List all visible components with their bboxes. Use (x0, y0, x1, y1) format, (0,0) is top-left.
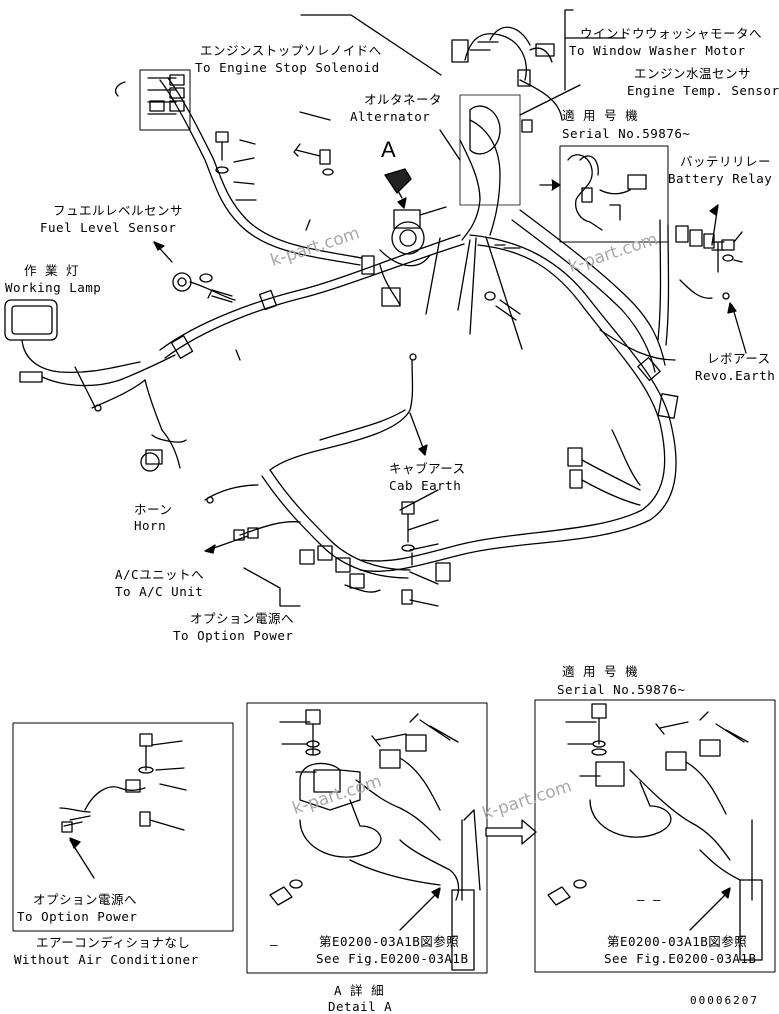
serial-2-label-en: Serial No.59876~ (557, 682, 686, 697)
option-power-2-label-jp: オプション電源へ (33, 892, 138, 907)
fuel-level-label-en: Fuel Level Sensor (40, 220, 177, 235)
drawing-number: 00006207 (690, 994, 759, 1007)
transition-arrow (485, 819, 537, 845)
serial-detail-box (534, 699, 776, 973)
horn-label-jp: ホーン (134, 502, 173, 517)
engine-temp-label-jp: エンジン水温センサ (634, 66, 752, 81)
revo-earth-label-en: Revo.Earth (695, 368, 776, 383)
dash-marker-2: – – (637, 892, 662, 907)
detail-a-box (246, 702, 488, 974)
working-lamp-label-en: Working Lamp (5, 280, 102, 295)
engine-temp-label-en: Engine Temp. Sensor (627, 83, 779, 98)
without-ac-label-en: Without Air Conditioner (14, 952, 199, 967)
view-a-label: A (381, 137, 397, 162)
battery-relay-label-en: Battery Relay (668, 171, 773, 186)
window-washer-label-en: To Window Washer Motor (569, 43, 746, 58)
horn-label-en: Horn (134, 518, 167, 533)
ac-unit-label-en: To A/C Unit (115, 584, 204, 599)
see-fig-1-label-en: See Fig.E0200-03A1B (316, 951, 469, 966)
engine-stop-label-jp: エンジンストップソレノイドへ (200, 43, 382, 58)
see-fig-1-label-jp: 第E0200-03A1B図参照 (319, 934, 460, 949)
detail-a-label-jp: A 詳 細 (334, 983, 385, 998)
revo-earth-label-jp: レボアース (707, 351, 771, 366)
see-fig-2-label-en: See Fig.E0200-03A1B (604, 951, 757, 966)
without-ac-label-jp: エアーコンディショナなし (36, 935, 191, 950)
option-power-label-en: To Option Power (173, 628, 294, 643)
detail-a-label-en: Detail A (328, 999, 393, 1014)
alternator-label-en: Alternator (350, 109, 431, 124)
alternator-label-jp: オルタネータ (364, 92, 443, 107)
ac-unit-label-jp: A/Cユニットへ (115, 567, 205, 582)
main-harness (4, 9, 747, 607)
cab-earth-label-jp: キャブアース (389, 461, 466, 476)
see-fig-2-label-jp: 第E0200-03A1B図参照 (607, 934, 748, 949)
battery-relay-label-jp: バッテリリレー (680, 154, 772, 169)
dash-marker-1: – (270, 937, 279, 952)
option-power-2-label-en: To Option Power (17, 909, 138, 924)
option-power-label-jp: オプション電源へ (190, 611, 295, 626)
serial-label-jp: 適 用 号 機 (562, 108, 639, 123)
window-washer-label-jp: ウインドウウォッシャモータへ (580, 26, 763, 41)
fuel-level-label-jp: フュエルレベルセンサ (53, 203, 184, 218)
serial-label-en: Serial No.59876~ (562, 126, 691, 141)
engine-stop-label-en: To Engine Stop Solenoid (195, 60, 380, 75)
cab-earth-label-en: Cab Earth (389, 478, 462, 493)
working-lamp-label-jp: 作 業 灯 (24, 263, 80, 278)
serial-2-label-jp: 適 用 号 機 (562, 664, 639, 679)
without-ac-box (12, 722, 234, 932)
